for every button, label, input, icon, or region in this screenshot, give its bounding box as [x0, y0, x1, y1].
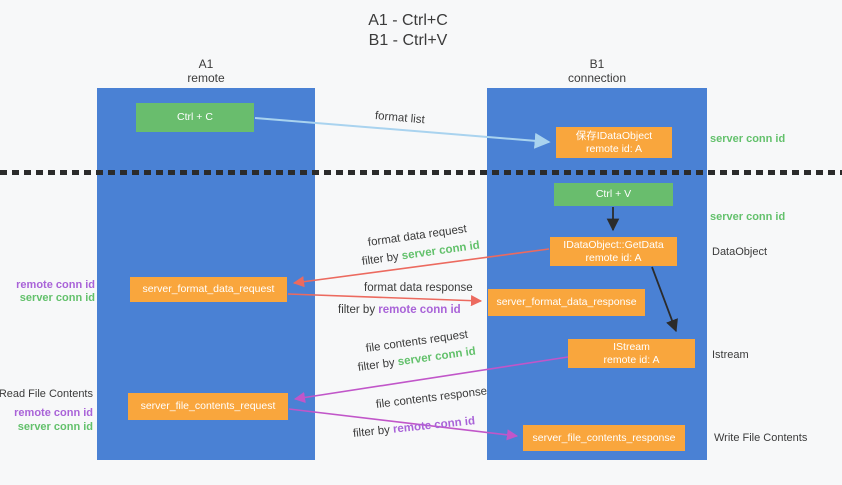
node-idataobject-getdata: IDataObject::GetData remote id: A	[550, 237, 677, 266]
node-save-idataobject-subtitle: remote id: A	[585, 142, 643, 155]
label-istream: Istream	[712, 349, 749, 361]
label-remote-conn-id-left-2: remote conn id	[14, 407, 93, 419]
node-ctrl-v-label: Ctrl + V	[595, 188, 632, 200]
lane-a-header: A1 remote	[146, 57, 266, 85]
diagram-title: A1 - Ctrl+C B1 - Ctrl+V	[328, 11, 488, 51]
label-filter-by-remote-conn-id-2: filter by remote conn id	[352, 415, 475, 440]
label-server-conn-id-right-1: server conn id	[710, 133, 786, 145]
format-data-response-arrow	[287, 293, 483, 307]
title-line-2: B1 - Ctrl+V	[368, 32, 448, 49]
lane-b-header: B1 connection	[537, 57, 657, 85]
node-format-request-label: server_format_data_request	[142, 283, 275, 295]
label-remote-conn-id-left-1: remote conn id	[16, 279, 95, 291]
node-getdata-title: IDataObject::GetData	[563, 238, 664, 251]
title-line-1: A1 - Ctrl+C	[368, 12, 448, 29]
remote-conn-id-text: remote conn id	[378, 304, 461, 316]
lane-b-name: B1	[589, 57, 605, 71]
node-istream-subtitle: remote id: A	[603, 353, 660, 366]
node-format-response-label: server_format_data_response	[496, 296, 637, 308]
node-istream: IStream remote id: A	[568, 339, 695, 368]
node-server-format-data-response: server_format_data_response	[488, 289, 645, 316]
node-file-response-label: server_file_contents_response	[532, 431, 676, 444]
filter-by-text: filter by	[357, 356, 399, 374]
node-getdata-subtitle: remote id: A	[585, 251, 642, 264]
node-istream-title: IStream	[613, 340, 650, 353]
node-ctrl-c: Ctrl + C	[136, 103, 254, 132]
label-dataobject: DataObject	[712, 246, 768, 258]
label-read-file-contents: Read File Contents	[0, 388, 93, 400]
node-save-idataobject-title: 保存IDataObject	[575, 129, 653, 142]
label-format-data-response: format data response	[364, 282, 473, 294]
lane-a-name: A1	[198, 57, 214, 71]
filter-by-text: filter by	[352, 423, 394, 440]
lane-a-subtitle: remote	[187, 71, 225, 85]
node-server-file-contents-response: server_file_contents_response	[523, 425, 685, 451]
label-format-list: format list	[374, 110, 426, 127]
label-server-conn-id-right-2: server conn id	[710, 211, 786, 223]
label-server-conn-id-left-1: server conn id	[19, 292, 95, 304]
dashed-separator-line	[0, 170, 842, 175]
server-conn-id-text: server conn id	[401, 239, 481, 263]
filter-by-text: filter by	[361, 250, 403, 268]
label-file-contents-response: file contents response	[375, 385, 488, 411]
node-server-file-contents-request: server_file_contents_request	[128, 393, 288, 420]
lane-b-subtitle: connection	[567, 71, 627, 85]
node-server-format-data-request: server_format_data_request	[130, 277, 287, 302]
node-ctrl-c-label: Ctrl + C	[177, 111, 213, 123]
node-save-idataobject: 保存IDataObject remote id: A	[556, 127, 672, 158]
remote-conn-id-text: remote conn id	[392, 415, 476, 436]
label-write-file-contents: Write File Contents	[714, 432, 808, 444]
label-server-conn-id-left-2: server conn id	[17, 421, 93, 433]
node-file-request-label: server_file_contents_request	[140, 400, 276, 412]
node-ctrl-v: Ctrl + V	[554, 183, 673, 206]
filter-by-text: filter by	[338, 304, 379, 316]
label-filter-by-remote-conn-id-1: filter by remote conn id	[338, 304, 461, 316]
